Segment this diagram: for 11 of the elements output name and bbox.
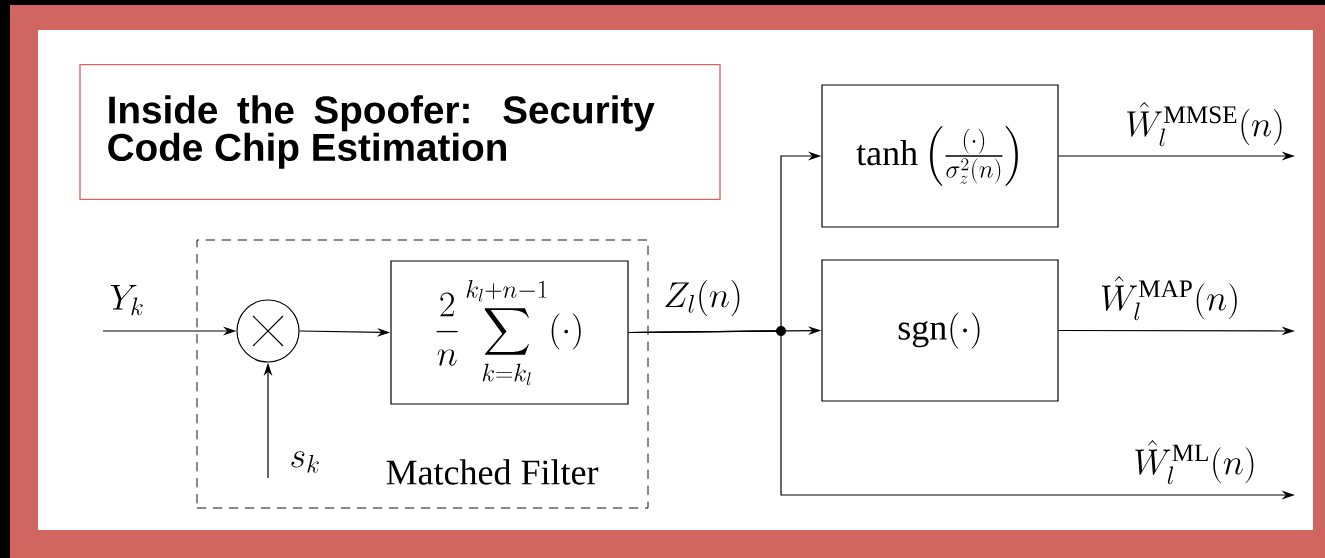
edge-label: $\hat{W}_l^{\mathrm{MAP}}(n)$ <box>1098 274 1242 322</box>
title-box: Inside the Spoofer: Security Code Chip Estimation <box>79 64 721 200</box>
edge-label: $Z_l(n)$ <box>662 278 744 318</box>
summation-box: $\frac{2}{n}\sum_{k=k_l}^{k_l+n-1}(\cdot)$ <box>390 260 629 405</box>
edge-label: $\hat{W}_l^{\mathrm{MMSE}}(n)$ <box>1123 100 1287 148</box>
edge-label: $Y_k$ <box>108 283 146 317</box>
edge-label: $\hat{W}_l^{\mathrm{ML}}(n)$ <box>1132 438 1258 486</box>
edge-label: $s_k$ <box>288 450 322 474</box>
multiplier-circle <box>236 299 300 363</box>
block-box: $\mathrm{sgn}(\cdot)$ <box>821 259 1059 402</box>
block-box: $\tanh\left(\tfrac{(\cdot)}{\sigma_z^2(n)}\right)$ <box>821 84 1059 228</box>
